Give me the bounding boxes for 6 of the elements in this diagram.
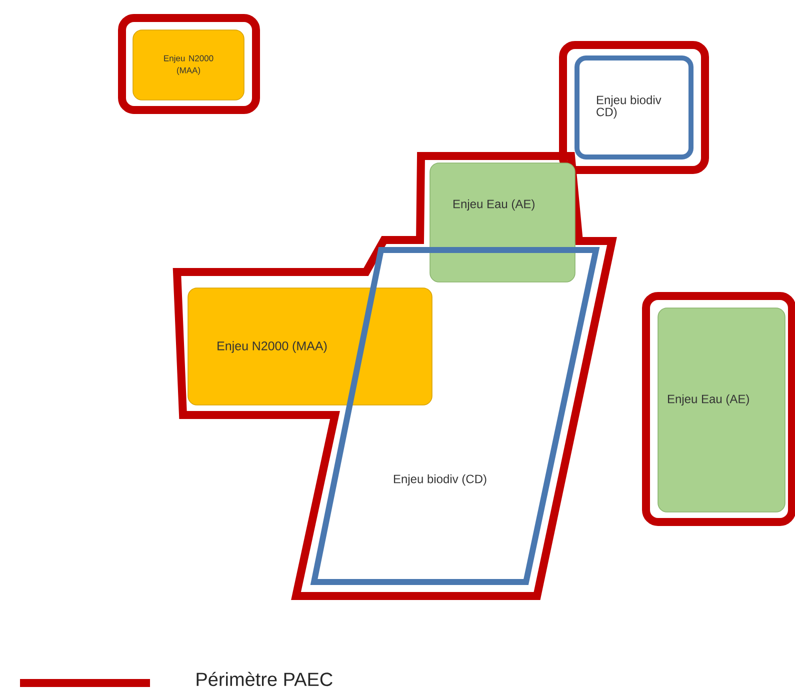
issue-box: Enjeu Eau (AE) <box>658 308 786 512</box>
issue-box: Enjeu biodiv CD) <box>574 56 694 160</box>
issue-box: Enjeu N2000 (MAA) <box>188 288 432 406</box>
issue-box: Enjeu N2000 (MAA) <box>132 30 244 100</box>
legend-text: Périmètre PAEC <box>196 672 332 686</box>
issue-box: Enjeu Eau (AE) <box>430 162 576 282</box>
